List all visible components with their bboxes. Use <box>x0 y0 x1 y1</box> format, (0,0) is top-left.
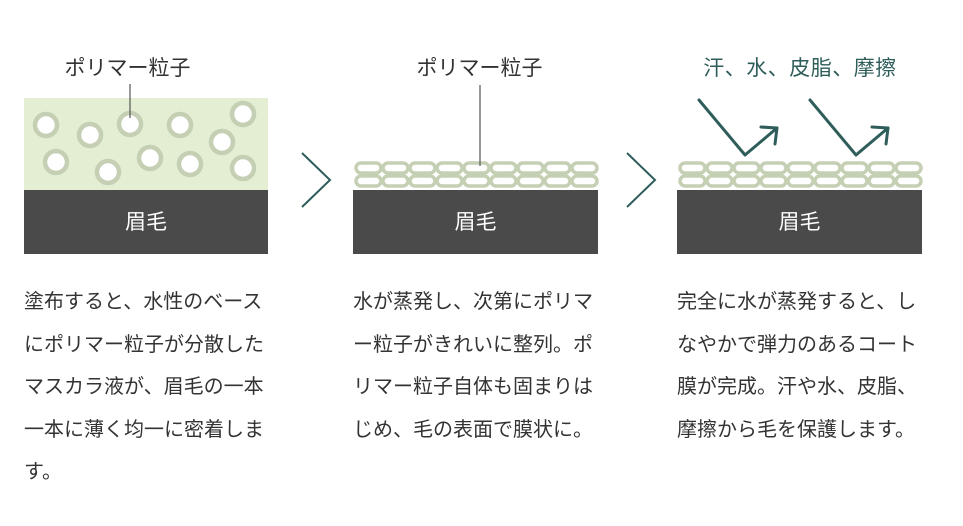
flattened-particle <box>489 174 518 188</box>
flattened-particle <box>354 161 383 175</box>
flattened-particle <box>435 174 464 188</box>
flattened-particle <box>840 174 869 188</box>
deflect-arrow-icon <box>697 98 779 157</box>
polymer-particles-dispersed <box>32 100 257 186</box>
flattened-particle <box>867 174 896 188</box>
flattened-particle <box>516 161 545 175</box>
flattened-particle <box>813 161 842 175</box>
polymer-particle-layer-aligned <box>354 161 599 188</box>
flattened-particle <box>705 161 734 175</box>
chevron-right-icon <box>301 152 332 208</box>
flattened-particle <box>894 161 923 175</box>
coat-film-layer <box>678 161 923 188</box>
flattened-particle <box>732 161 761 175</box>
flattened-particle <box>570 161 599 175</box>
polymer-particle-label: ポリマー粒子 <box>64 56 191 80</box>
flattened-particle <box>678 174 707 188</box>
polymer-particle <box>42 148 70 176</box>
flattened-particle <box>516 174 545 188</box>
flattened-particle <box>759 174 788 188</box>
flattened-particle <box>786 174 815 188</box>
flattened-particle <box>408 174 437 188</box>
flattened-particle <box>678 161 707 175</box>
flattened-particle <box>786 161 815 175</box>
flattened-particle <box>705 174 734 188</box>
polymer-particle <box>32 111 60 139</box>
flattened-particle <box>354 174 383 188</box>
polymer-particle-label: ポリマー粒子 <box>416 56 543 80</box>
flattened-particle <box>408 161 437 175</box>
step-1-description: 塗布すると、水性のベースにポリマー粒子が分散したマスカラ液が、眉毛の一本一本に薄… <box>24 289 264 483</box>
eyebrow-label: 眉毛 <box>778 210 821 234</box>
step-2-description: 水が蒸発し、次第にポリマー粒子がきれいに整列。ポリマー粒子自体も固まりはじめ、毛… <box>353 289 593 441</box>
flattened-particle <box>489 161 518 175</box>
step-3-description: 完全に水が蒸発すると、しなやかで弾力のあるコート膜が完成。汗や水、皮脂、摩擦から… <box>677 289 917 441</box>
polymer-particle <box>229 154 257 182</box>
eyebrow-label: 眉毛 <box>125 210 167 234</box>
flattened-particle <box>543 174 572 188</box>
flattened-particle <box>813 174 842 188</box>
polymer-particle <box>208 128 236 156</box>
polymer-particle <box>76 121 104 149</box>
flattened-particle <box>759 161 788 175</box>
flattened-particle <box>840 161 869 175</box>
deflect-arrow-icon <box>808 98 890 157</box>
chevron-right-icon <box>626 152 657 208</box>
flattened-particle <box>435 161 464 175</box>
flattened-particle <box>462 174 491 188</box>
flattened-particle <box>570 174 599 188</box>
eyebrow-hair-base-3 <box>677 190 922 254</box>
eyebrow-hair-base-2 <box>353 190 598 254</box>
flattened-particle <box>462 161 491 175</box>
polymer-particle <box>136 144 164 172</box>
polymer-particle <box>229 100 257 128</box>
eyebrow-label: 眉毛 <box>454 210 497 234</box>
eyebrow-hair-base-1 <box>24 190 268 254</box>
flattened-particle <box>732 174 761 188</box>
flattened-particle <box>867 161 896 175</box>
flattened-particle <box>381 161 410 175</box>
sweat-water-sebum-friction-label: 汗、水、皮脂、摩擦 <box>703 56 897 80</box>
flattened-particle <box>543 161 572 175</box>
polymer-particle <box>166 111 194 139</box>
polymer-particle <box>176 150 204 178</box>
flattened-particle <box>381 174 410 188</box>
flattened-particle <box>894 174 923 188</box>
polymer-particle <box>94 158 122 186</box>
